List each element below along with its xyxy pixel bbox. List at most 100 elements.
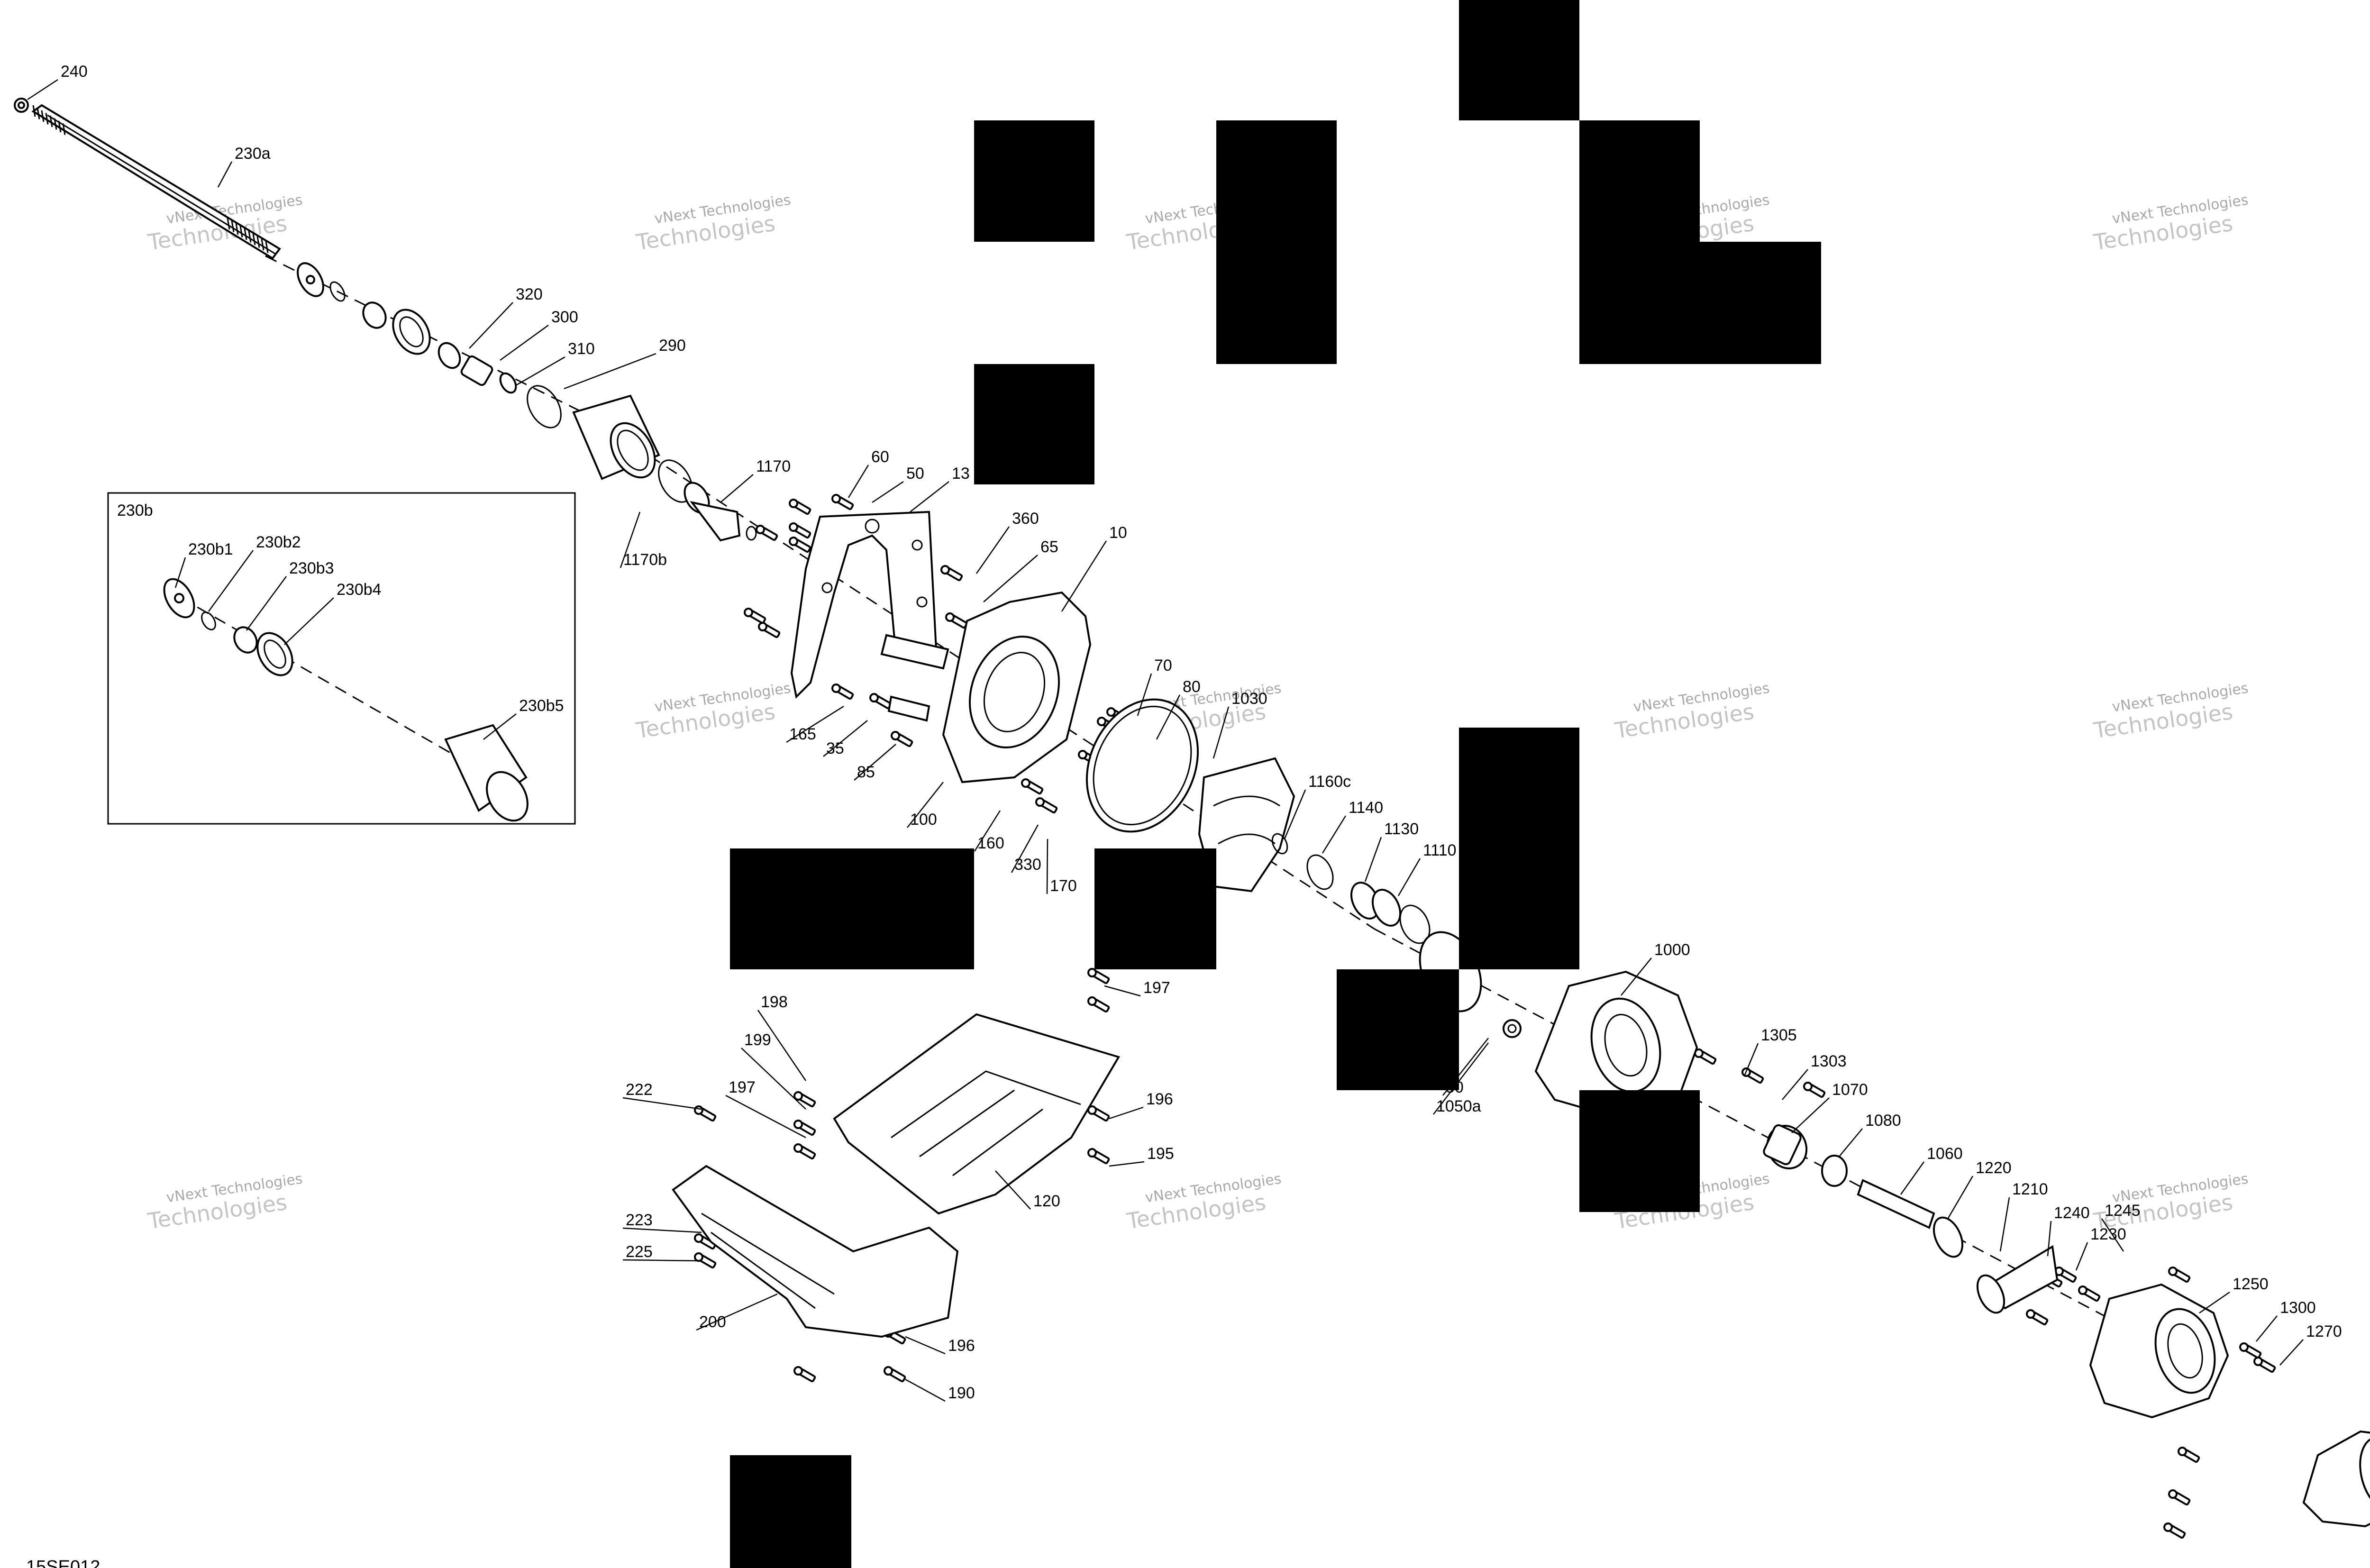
callout-label-100: 100 <box>910 811 937 829</box>
callout-label-1160c: 1160c <box>1308 773 1351 791</box>
callout-label-1130: 1130 <box>1384 820 1419 838</box>
wear-ring <box>1085 698 1199 833</box>
callout-label-197b: 197 <box>729 1078 756 1096</box>
callout-label-200: 200 <box>699 1313 726 1331</box>
leader-line-10 <box>1061 540 1107 612</box>
bolt-head <box>789 499 798 508</box>
leader-line-196b <box>905 1336 946 1355</box>
leader-line-1303 <box>1782 1069 1808 1100</box>
bolt-head <box>694 1252 703 1262</box>
callout-label-196a: 196 <box>1146 1090 1173 1108</box>
callout-label-300: 300 <box>551 308 578 326</box>
callout-label-1245: 1245 <box>2105 1202 2141 1220</box>
callout-label-1110: 1110 <box>1423 841 1457 859</box>
callout-label-1030: 1030 <box>1231 690 1267 708</box>
venturi <box>2089 1283 2229 1419</box>
bolt-head <box>2178 1447 2187 1456</box>
leader-line-1130 <box>1364 837 1382 882</box>
bolt-head <box>1803 1082 1813 1091</box>
leader-line-230b1 <box>174 557 186 588</box>
leader-line-1270 <box>2279 1339 2304 1366</box>
callout-label-230b5: 230b5 <box>519 697 564 715</box>
leader-line-50 <box>872 481 904 503</box>
leader-line-1300 <box>2256 1315 2278 1342</box>
bolt-head <box>793 1120 803 1129</box>
bolt-head <box>756 525 765 534</box>
callout-label-360: 360 <box>1012 510 1039 528</box>
bolt-head <box>1021 778 1030 788</box>
callout-label-1240: 1240 <box>2054 1204 2090 1222</box>
bolt-head <box>2253 1357 2263 1366</box>
leader-line-1220 <box>1947 1176 1974 1219</box>
fastener-group <box>694 494 2276 1539</box>
callout-label-1170: 1170 <box>756 457 791 475</box>
bolt-head <box>2168 1267 2178 1276</box>
leader-line-200 <box>696 1293 778 1331</box>
leader-line-13 <box>910 481 949 512</box>
callout-label-1140: 1140 <box>1349 799 1383 817</box>
callout-label-1300: 1300 <box>2280 1299 2316 1317</box>
callout-label-35: 35 <box>826 739 844 757</box>
callout-label-10: 10 <box>1109 524 1127 542</box>
leader-line-60 <box>848 465 869 498</box>
callout-label-60: 60 <box>871 448 889 466</box>
callout-label-225: 225 <box>626 1243 653 1261</box>
callout-label-320: 320 <box>516 285 543 303</box>
callout-label-290: 290 <box>659 337 686 355</box>
bolt-head <box>940 565 950 574</box>
axis-parts <box>297 262 757 542</box>
callout-label-223: 223 <box>626 1211 653 1229</box>
callout-label-230b3: 230b3 <box>289 559 334 577</box>
leader-line-197a <box>1104 985 1141 997</box>
callout-label-1305: 1305 <box>1761 1026 1797 1044</box>
leader-line-160 <box>974 810 1001 852</box>
leader-line-195 <box>1109 1161 1145 1167</box>
callout-label-310: 310 <box>568 340 595 358</box>
callout-label-65: 65 <box>1040 538 1058 556</box>
callout-label-199: 199 <box>744 1031 771 1049</box>
callout-label-230b4: 230b4 <box>337 581 382 599</box>
pump-housing <box>1503 970 1698 1120</box>
callout-label-1060: 1060 <box>1927 1145 1963 1163</box>
inset-box: 230b <box>107 492 576 825</box>
leader-line-1000 <box>1621 957 1652 996</box>
bolt-head <box>2239 1342 2249 1352</box>
callout-label-1210: 1210 <box>2012 1180 2048 1198</box>
callout-label-222: 222 <box>626 1081 653 1099</box>
leader-line-240 <box>27 79 58 100</box>
rear-axis-parts <box>1763 1124 2059 1314</box>
callout-label-198: 198 <box>761 993 788 1011</box>
leader-line-320 <box>469 302 513 349</box>
bolt-head <box>1106 707 1116 717</box>
callout-label-1080: 1080 <box>1865 1112 1901 1130</box>
bolt-head <box>891 731 900 740</box>
callout-label-230a: 230a <box>235 145 271 163</box>
redaction-blocks <box>730 0 1821 1568</box>
callout-label-1250: 1250 <box>2233 1275 2269 1293</box>
callout-label-1050a: 1050a <box>1436 1097 1481 1115</box>
bolt-head <box>1087 968 1097 977</box>
leader-line-70 <box>1137 673 1152 716</box>
leader-line-310 <box>516 356 565 386</box>
leader-line-196a <box>1109 1106 1144 1120</box>
callout-label-170: 170 <box>1050 877 1077 895</box>
bolt-head <box>789 522 798 532</box>
callout-label-80: 80 <box>1183 678 1201 696</box>
mounting-plate <box>790 511 938 699</box>
leader-line-198 <box>757 1010 807 1081</box>
leader-line-1140 <box>1322 815 1347 854</box>
leader-line-1250 <box>2199 1291 2230 1314</box>
leader-line-85 <box>854 744 896 781</box>
leader-line-1050a <box>1433 1042 1489 1115</box>
bolt-head <box>831 494 841 503</box>
callout-label-120: 120 <box>1033 1192 1060 1210</box>
leader-line-1030 <box>1212 706 1230 759</box>
leader-line-230b4 <box>284 597 334 645</box>
leader-line-230a <box>217 161 233 188</box>
bolt-head <box>1087 1148 1097 1158</box>
